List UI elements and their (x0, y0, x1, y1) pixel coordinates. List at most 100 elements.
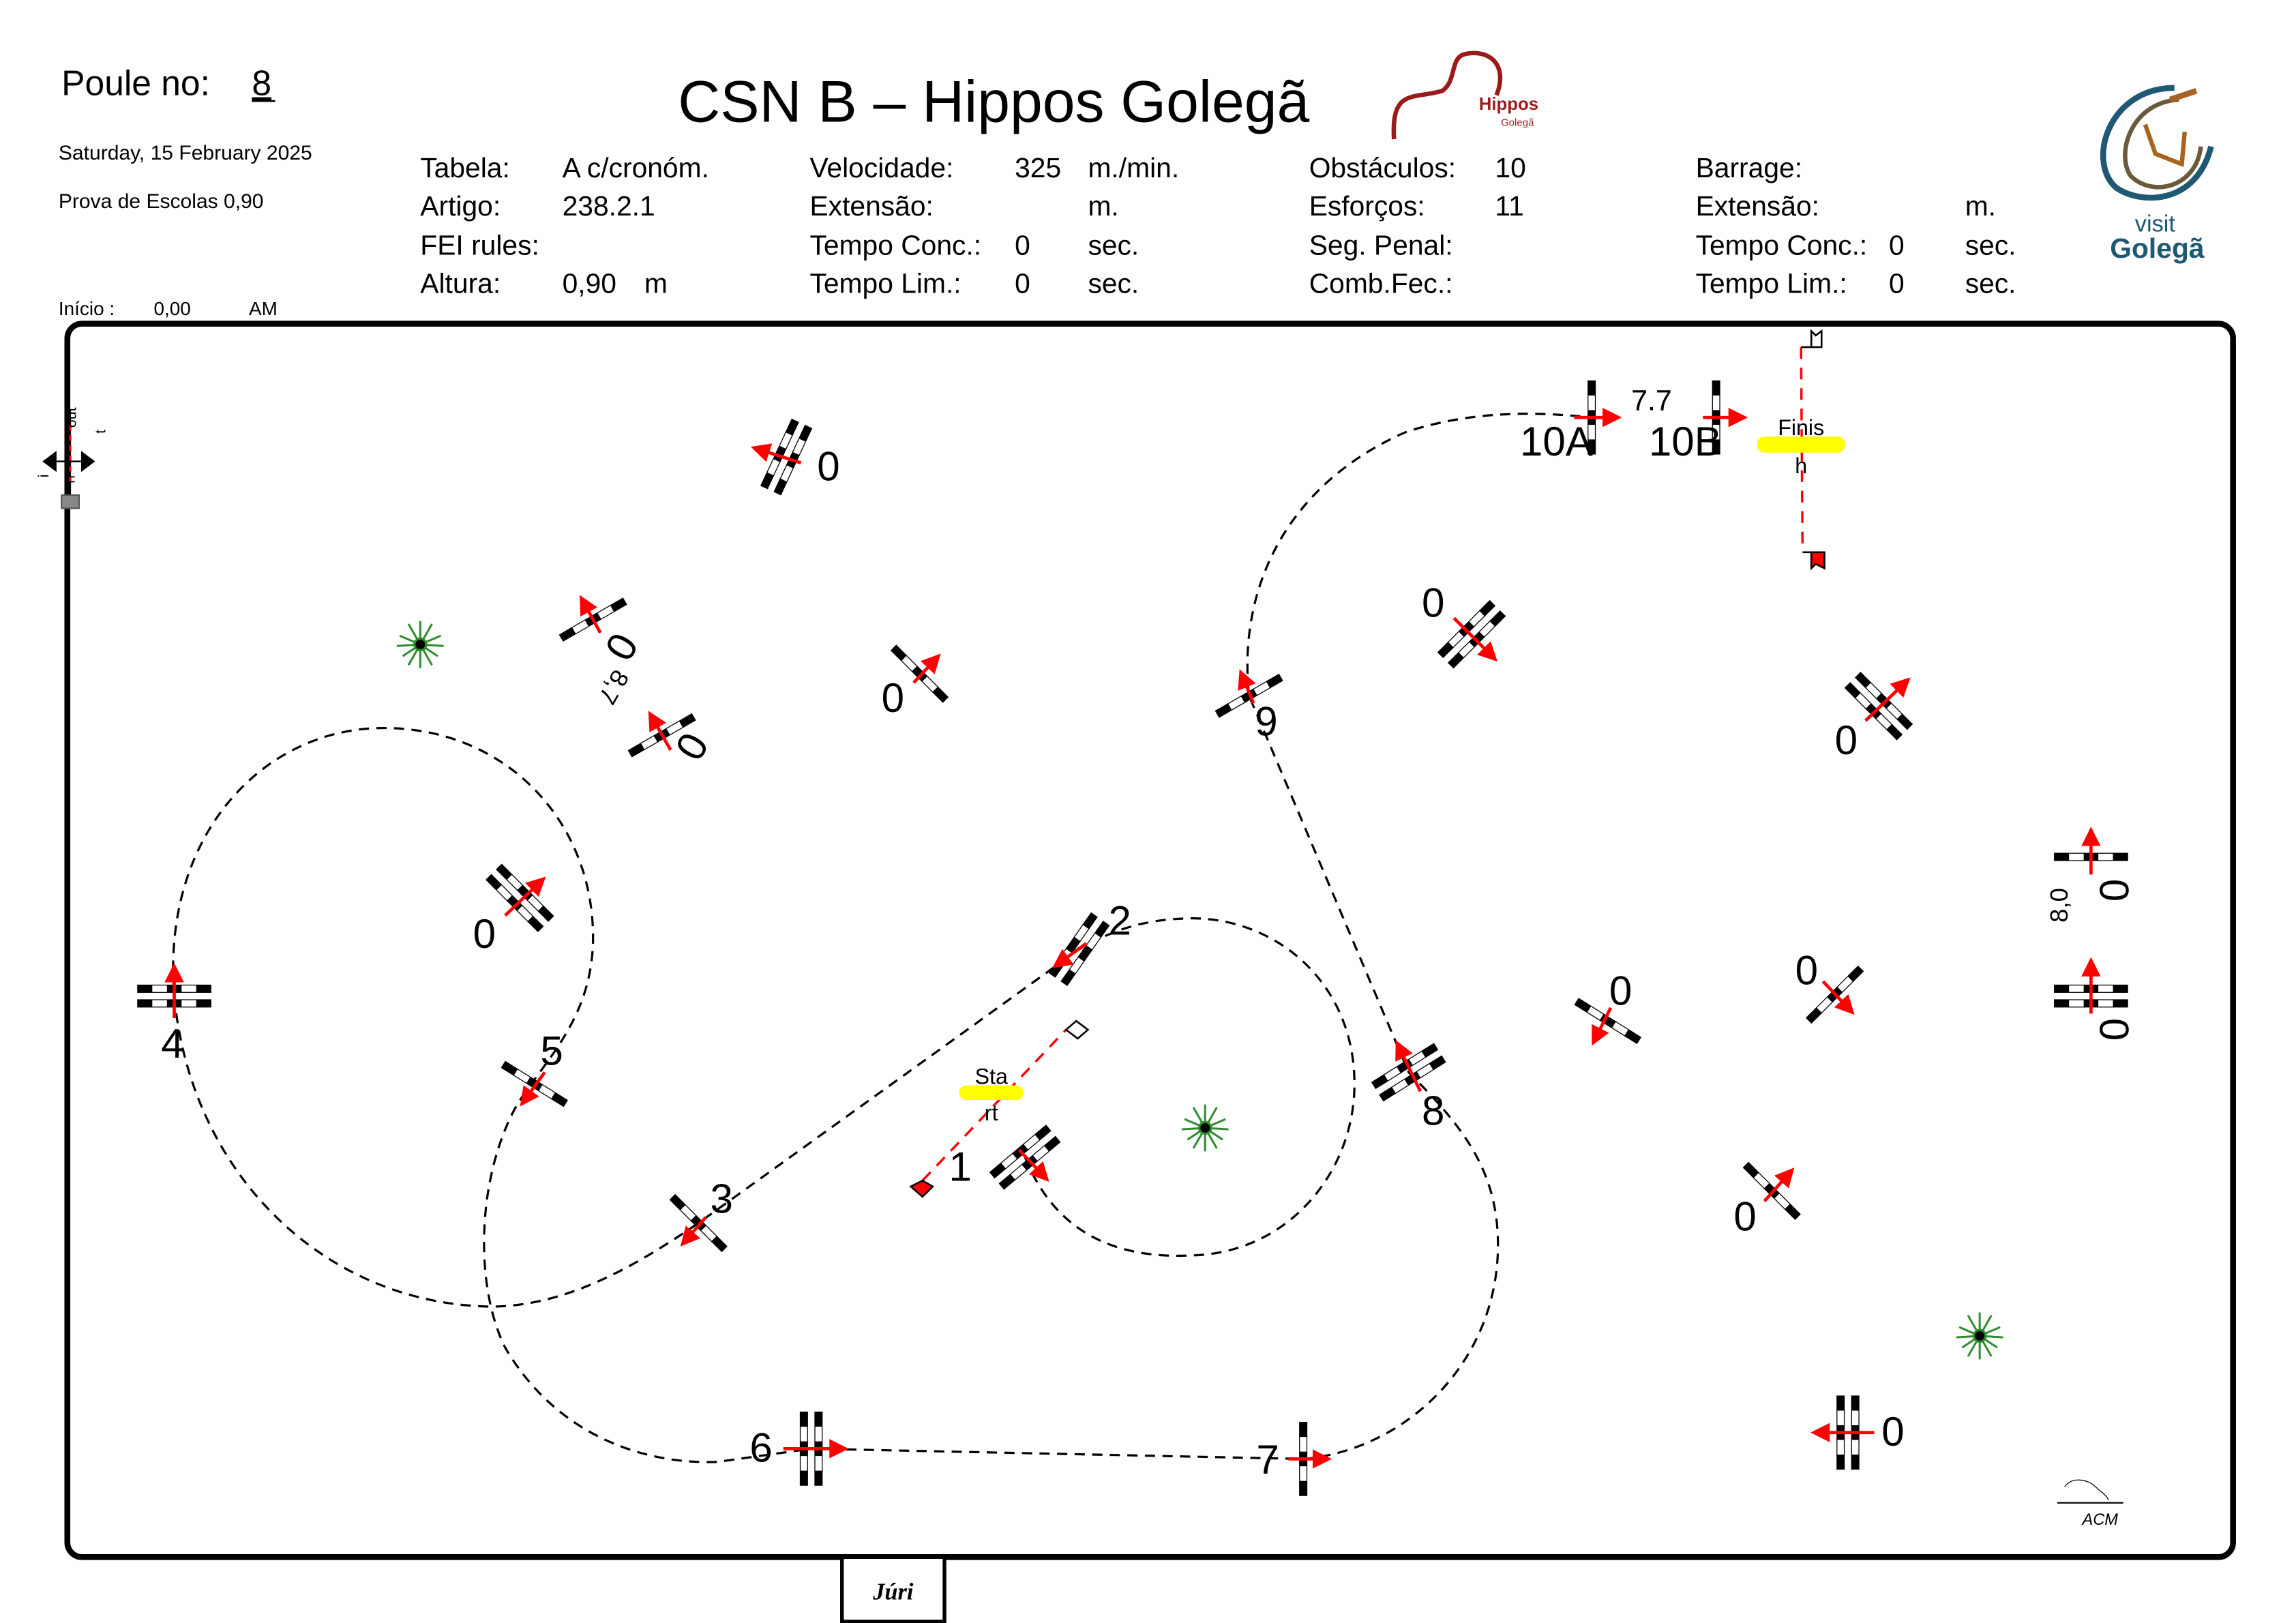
visit-logo-sub: Golegã (2110, 233, 2205, 264)
velocidade-unit: m./min. (1088, 152, 1179, 183)
obstacle-number: 1 (949, 1144, 971, 1189)
poule-label: Poule no: (61, 63, 210, 103)
esforcos-label: Esforços: (1309, 190, 1425, 222)
obstacle-7: 7 (1256, 1421, 1332, 1497)
inicio-ampm: AM (249, 298, 278, 319)
barrage-label: Barrage: (1696, 152, 1802, 183)
spare-label: 0 (2091, 879, 2136, 902)
obstacle-8: 8 (1372, 1040, 1446, 1134)
obstacle-number: 8 (1422, 1088, 1444, 1134)
barrage-tempo-lim-unit: sec. (1965, 268, 2016, 299)
spare-obstacle: 0 (882, 644, 949, 721)
spare-obstacle: 0 (473, 864, 554, 957)
spare-obstacle: 0 (1795, 947, 1864, 1024)
tempo-lim-value: 0 (1015, 268, 1030, 299)
spare-label: 0 (817, 444, 839, 490)
gate-letter-i: i (35, 474, 52, 477)
distance-side-left: 8,7 (593, 665, 635, 709)
spare-obstacle: 0 (1810, 1396, 1905, 1469)
page-title: CSN B – Hippos Golegã (678, 69, 1309, 134)
spare-label: 0 (596, 625, 647, 668)
fei-rules-label: FEI rules: (420, 230, 539, 261)
jury-label: Júri (872, 1579, 914, 1605)
tempo-lim-unit: sec. (1088, 268, 1139, 299)
barrage-tempo-conc-label: Tempo Conc.: (1696, 230, 1868, 261)
altura-value: 0,90 (563, 268, 616, 299)
tabela-value: A c/cronóm. (563, 152, 709, 183)
spare-label: 0 (1881, 1409, 1904, 1455)
obstacle-10a: 10A (1520, 380, 1622, 464)
seg-penal-label: Seg. Penal: (1309, 230, 1453, 261)
hippos-logo-text: Hippos (1479, 95, 1538, 114)
poule-value: 8 (252, 63, 271, 103)
obstacle-3: 3 (669, 1176, 733, 1253)
altura-unit: m (644, 268, 668, 299)
obstacle-number: 7 (1256, 1437, 1279, 1483)
spare-label: 0 (2091, 1018, 2136, 1041)
gate-letter-t: t (93, 430, 109, 434)
finish-label-a: Finis (1778, 415, 1824, 440)
inicio-label: Início : (59, 298, 115, 319)
obstacle-number: 5 (540, 1028, 563, 1074)
barrage-extensao-label: Extensão: (1696, 190, 1819, 222)
spare-obstacle: 0 (2055, 957, 2136, 1041)
inicio-value: 0,00 (153, 298, 190, 319)
tree-icon (1180, 1103, 1230, 1152)
class-name: Prova de Escolas 0,90 (59, 190, 264, 213)
barrage-tempo-conc-unit: sec. (1965, 230, 2016, 261)
distance-10a-10b: 7.7 (1631, 384, 1672, 417)
distance-side-right: 8,0 (2045, 888, 2073, 923)
obstacle-9: 9 (1214, 669, 1283, 744)
comb-fec-label: Comb.Fec.: (1309, 268, 1453, 299)
course-track (172, 413, 1592, 1463)
tempo-conc-label: Tempo Conc.: (809, 230, 981, 261)
info-table: Tabela: A c/cronóm. Artigo: 238.2.1 FEI … (420, 152, 2016, 299)
velocidade-value: 325 (1015, 152, 1061, 183)
obstacle-2: 2 (1049, 897, 1131, 985)
artigo-label: Artigo: (420, 190, 501, 222)
tree-icon (1955, 1311, 2005, 1360)
velocidade-label: Velocidade: (809, 152, 953, 183)
extensao-label: Extensão: (809, 190, 933, 222)
extensao-unit: m. (1088, 190, 1118, 222)
spare-label: 0 (1609, 968, 1632, 1014)
spare-label: 0 (666, 725, 717, 767)
visit-golega-logo: visit Golegã (2100, 85, 2214, 264)
gate-letter-out: out (63, 407, 80, 428)
spare-obstacle: 0 (558, 595, 647, 668)
spare-obstacle: 0 (627, 711, 717, 768)
spare-obstacle: 0 (1835, 672, 1913, 763)
arena-border (64, 321, 2236, 1560)
start-label-a: Sta (975, 1064, 1008, 1089)
tempo-lim-label: Tempo Lim.: (809, 268, 961, 299)
spare-label: 0 (1795, 947, 1818, 993)
obstacle-number: 4 (161, 1021, 183, 1067)
barrage-tempo-conc-value: 0 (1889, 230, 1905, 261)
obstacle-5: 5 (501, 1028, 569, 1107)
spare-obstacle: 0 (750, 419, 840, 495)
entry-gate-icon: out t i n (35, 407, 109, 509)
obstacle-10b: 10B (1649, 380, 1748, 464)
obstaculos-value: 10 (1495, 152, 1525, 183)
obstacle-4: 4 (138, 963, 211, 1067)
obstaculos-label: Obstáculos: (1309, 152, 1456, 183)
tree-icon (396, 620, 445, 670)
obstacle-number: 10A (1520, 419, 1593, 464)
obstacle-6: 6 (749, 1412, 849, 1485)
obstacle-number: 9 (1255, 698, 1277, 744)
esforcos-value: 11 (1495, 190, 1523, 222)
hippos-logo: Hippos Golegã (1391, 50, 1538, 140)
spare-label: 0 (1422, 580, 1444, 625)
finish-label-b: h (1795, 453, 1807, 478)
spare-obstacle: 0 (1574, 968, 1642, 1046)
signature-text: ACM (2081, 1511, 2118, 1529)
start-line: Sta rt (909, 1019, 1090, 1198)
obstacle-number: 3 (710, 1176, 732, 1222)
header: Poule no: 8 Saturday, 15 February 2025 P… (59, 63, 1310, 319)
spare-obstacle: 0 (2053, 827, 2136, 902)
spare-obstacle: 0 (1422, 580, 1505, 668)
spare-obstacle: 0 (1733, 1161, 1802, 1239)
spare-label: 0 (882, 675, 904, 721)
visit-logo-text: visit (2135, 211, 2176, 237)
